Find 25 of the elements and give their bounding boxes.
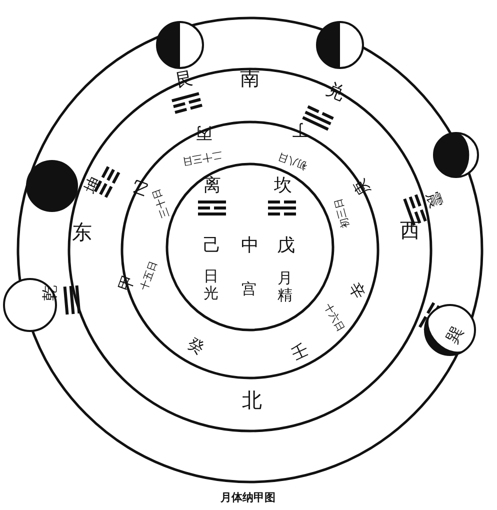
center-label: 月精 (278, 270, 292, 304)
trigram-name: 震 (424, 190, 444, 210)
center-label: 宫 (242, 282, 256, 296)
day-label: 十六日 (321, 302, 345, 334)
day-label: 初八日 (277, 150, 309, 170)
day-label: 初三日 (334, 197, 352, 229)
direction-label: 北 (242, 390, 262, 410)
direction-label: 西 (400, 220, 420, 240)
stem-label: 癸 (185, 335, 207, 357)
day-label: 三十日 (152, 187, 172, 219)
day-label: 二十三日 (181, 148, 223, 166)
trigram-name: 离 (203, 177, 221, 195)
center-label: 日光 (204, 268, 218, 302)
direction-label: 东 (72, 222, 92, 242)
direction-label: 南 (240, 68, 260, 88)
day-label: 十五日 (140, 260, 160, 292)
center-label: 戊 (277, 237, 295, 255)
center-label: 己 (203, 237, 221, 255)
trigram-name: 坎 (274, 177, 292, 195)
caption: 月体纳甲图 (220, 490, 276, 505)
trigram-name: 坤 (82, 174, 104, 196)
stem-label: 辛 (346, 280, 368, 302)
stem-label: 壬 (289, 341, 311, 363)
center-label: 中 (241, 237, 259, 255)
trigram-name: 巽 (444, 324, 466, 346)
